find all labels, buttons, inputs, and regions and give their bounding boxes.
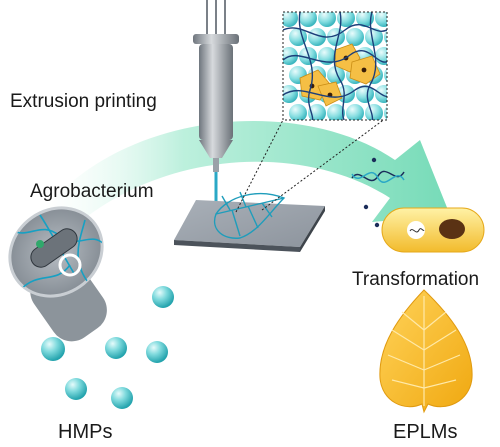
hydrogel-microsphere-icon — [41, 286, 174, 409]
inset-sphere — [375, 85, 387, 103]
inset-sphere — [299, 47, 317, 65]
inset-sphere — [375, 47, 387, 65]
inset-sphere — [283, 85, 298, 103]
inset-sphere — [384, 68, 387, 82]
inset-sphere — [299, 12, 317, 27]
printed-leaf-icon — [213, 191, 286, 239]
inset-sphere — [346, 104, 364, 120]
hydrogel-fiber — [283, 85, 387, 98]
inset-sphere — [346, 28, 364, 46]
inset-sphere — [356, 12, 374, 27]
agrobacterium-cell-icon — [381, 207, 485, 253]
inset-sphere — [318, 12, 336, 27]
syringe-icon — [193, 0, 239, 212]
agrobacterium-label: Agrobacterium — [30, 181, 154, 202]
hmp-sphere — [152, 286, 174, 308]
agrobacterium-lens-icon — [8, 206, 107, 342]
inset-sphere — [318, 47, 336, 65]
inset-sphere — [283, 12, 298, 27]
inset-sphere — [327, 104, 345, 120]
inset-sphere — [289, 104, 307, 120]
inset-zoom-icon — [282, 11, 388, 121]
process-arrow — [40, 121, 450, 240]
dna-icon — [351, 157, 405, 228]
extrusion-printing-label: Extrusion printing — [10, 91, 157, 112]
inset-zoom-lines — [235, 117, 387, 213]
hmp-sphere — [105, 337, 127, 359]
inset-sphere — [384, 30, 387, 44]
inset-sphere — [375, 12, 387, 27]
printing-platform-icon — [174, 200, 325, 252]
hydrogel-fiber — [333, 12, 345, 120]
eplm-leaf-icon — [379, 289, 473, 414]
inset-sphere — [365, 28, 383, 46]
hmp-sphere — [146, 341, 168, 363]
hmps-label: HMPs — [58, 421, 113, 443]
inset-sphere — [365, 104, 383, 120]
hmp-sphere — [65, 378, 87, 400]
cell-nucleus — [361, 67, 367, 73]
hydrogel-fiber — [298, 12, 314, 120]
inset-sphere — [308, 28, 326, 46]
hmp-sphere — [111, 387, 133, 409]
eplms-label: EPLMs — [393, 421, 458, 443]
hydrogel-fiber — [366, 12, 377, 120]
hydrogel-fiber — [283, 50, 387, 63]
inset-sphere — [356, 85, 374, 103]
transformation-label: Transformation — [352, 269, 480, 290]
hmp-sphere — [41, 337, 65, 361]
inset-sphere — [289, 28, 307, 46]
inset-sphere — [337, 12, 355, 27]
inset-sphere — [384, 106, 387, 120]
